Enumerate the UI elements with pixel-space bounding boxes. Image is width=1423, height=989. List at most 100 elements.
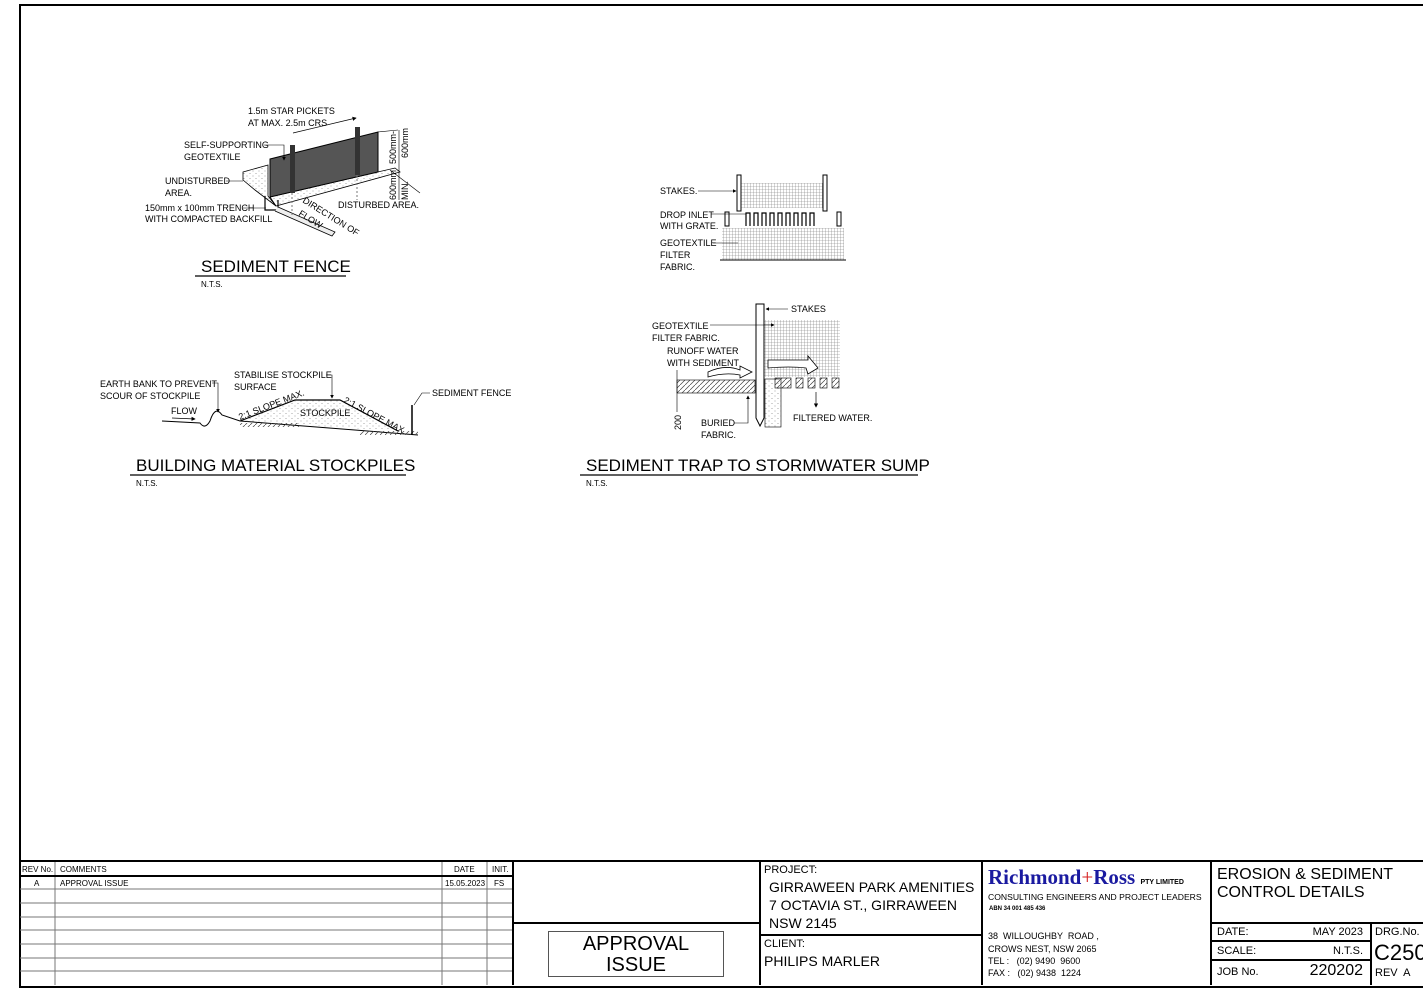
label-runoff-1: RUNOFF WATER [667,346,739,356]
buried-fabric [676,379,756,394]
label-geotextile-1: SELF-SUPPORTING [184,140,269,150]
client-label: CLIENT: [764,938,805,950]
label-fabric-1: GEOTEXTILE [652,321,709,331]
date-value: MAY 2023 [1312,926,1363,938]
label-fabric-1: GEOTEXTILE [660,238,717,248]
star-picket-right [355,127,360,175]
drawing-info-panel: EROSION & SEDIMENT CONTROL DETAILS DATE:… [1212,862,1423,985]
label-trench-1: 150mm x 100mm TRENCH [145,203,254,213]
sediment-trap-title: SEDIMENT TRAP TO STORMWATER SUMP [586,456,930,475]
stockpile-detail: EARTH BANK TO PREVENT SCOUR OF STOCKPILE… [100,370,511,488]
rev-comment: APPROVAL ISSUE [60,879,129,888]
runoff-arrow [707,365,753,379]
trench [264,196,279,211]
label-flow: FLOW [171,406,198,416]
logo-richmond: Richmond [988,865,1082,889]
company-address-1: 38 WILLOUGHBY ROAD , [988,931,1099,941]
star-picket-left [290,145,295,193]
logo-ross: Ross [1093,865,1136,889]
project-line-3: NSW 2145 [769,915,837,931]
rev-header: REV No. [22,865,54,874]
label-earth-bank-1: EARTH BANK TO PREVENT [100,379,218,389]
revision-value: REV A [1375,967,1411,979]
sediment-trap-detail: STAKES GEOTEXTILE FILTER FABRIC. RUNOFF … [580,303,930,488]
sediment-fence-detail: 1.5m STAR PICKETS AT MAX. 2.5m CRS SELF-… [145,106,421,289]
filter-fabric-upper [740,183,824,208]
rev-date: 15.05.2023 [445,879,486,888]
sheet-border [19,4,1423,988]
project-line-2: 7 OCTAVIA ST., GIRRAWEEN [769,897,957,913]
label-undisturbed-2: AREA. [165,188,192,198]
label-filtered: FILTERED WATER. [793,413,872,423]
label-buried-2: FABRIC. [701,430,736,440]
company-tel: TEL : (02) 9490 9600 [988,956,1081,966]
label-trench-2: WITH COMPACTED BACKFILL [145,214,272,224]
label-inlet-1: DROP INLET [660,210,714,220]
label-height-1: 500mm- [388,131,398,164]
label-fabric-2: FILTER FABRIC. [652,333,720,343]
label-pickets-2: AT MAX. 2.5m CRS [248,118,327,128]
stake-left [736,174,742,212]
grate-bars [774,377,840,389]
label-fabric-3: FABRIC. [660,262,695,272]
label-stakes: STAKES [791,304,826,314]
job-value: 220202 [1309,962,1363,979]
stake [755,303,765,428]
date-label: DATE: [1217,926,1249,938]
label-stabilise-2: SURFACE [234,382,277,392]
drop-inlet-detail: STAKES. DROP INLET WITH GRATE. GEOTEXTIL… [660,174,846,272]
company-abn: ABN 34 001 485 436 [989,906,1046,912]
company-tagline: CONSULTING ENGINEERS AND PROJECT LEADERS [988,892,1202,902]
stamp-line-2: ISSUE [605,954,667,976]
label-stockpile: STOCKPILE [300,408,350,418]
stockpiles-scale: N.T.S. [136,479,158,488]
label-sediment-fence: SEDIMENT FENCE [432,388,511,398]
filter-fabric [764,320,840,377]
label-earth-bank-2: SCOUR OF STOCKPILE [100,391,200,401]
stamp-panel: APPROVAL ISSUE [514,862,761,985]
label-depth-2: MIN. [400,181,410,200]
label-runoff-2: WITH SEDIMENT [667,358,739,368]
company-fax: FAX : (02) 9438 1224 [988,968,1082,978]
drawing-title-1: EROSION & SEDIMENT [1217,866,1394,883]
client-name: PHILIPS MARLER [764,953,880,969]
flow-slope [274,206,336,237]
rev-value: A [34,879,40,888]
label-inlet-2: WITH GRATE. [660,221,718,231]
filtered-arrow [767,354,819,375]
label-geotextile-2: GEOTEXTILE [184,152,241,162]
rev-init: FS [494,879,505,888]
approval-stamp: APPROVAL ISSUE [548,931,724,977]
company-logo: Richmond+Ross PTY LIMITED [988,865,1184,890]
geotextile-panel [269,131,379,198]
project-panel: PROJECT: GIRRAWEEN PARK AMENITIES 7 OCTA… [761,862,983,985]
logo-suffix: PTY LIMITED [1140,879,1184,886]
label-stakes: STAKES. [660,186,697,196]
scale-label: SCALE: [1217,945,1257,957]
label-height-2: 600mm [400,128,410,158]
project-label: PROJECT: [764,864,818,876]
job-label: JOB No. [1217,966,1259,978]
label-pickets-1: 1.5m STAR PICKETS [248,106,335,116]
comments-header: COMMENTS [60,865,107,874]
drg-label: DRG.No. [1375,926,1420,938]
sediment-fence-title: SEDIMENT FENCE [201,257,351,276]
revision-table: REV No. COMMENTS DATE INIT. A APPROVAL I… [20,862,514,985]
label-fabric-2: FILTER [660,250,691,260]
sediment-fence-scale: N.T.S. [201,280,223,289]
logo-cross: + [1081,865,1094,889]
scale-value: N.T.S. [1333,945,1363,957]
drawing-title-2: CONTROL DETAILS [1217,884,1365,901]
revision-grid [20,862,512,985]
label-depth-1: 600mm [388,170,398,200]
drg-number: C250 [1374,940,1423,965]
ground-line [161,410,419,436]
stake-right [822,174,828,212]
drawing-area: 1.5m STAR PICKETS AT MAX. 2.5m CRS SELF-… [100,106,930,488]
project-line-1: GIRRAWEEN PARK AMENITIES [769,879,975,895]
sump-wall [764,378,782,428]
title-block [19,860,1423,986]
label-stabilise-1: STABILISE STOCKPILE [234,370,332,380]
grate [745,212,815,226]
filter-fabric-lower [722,228,844,260]
